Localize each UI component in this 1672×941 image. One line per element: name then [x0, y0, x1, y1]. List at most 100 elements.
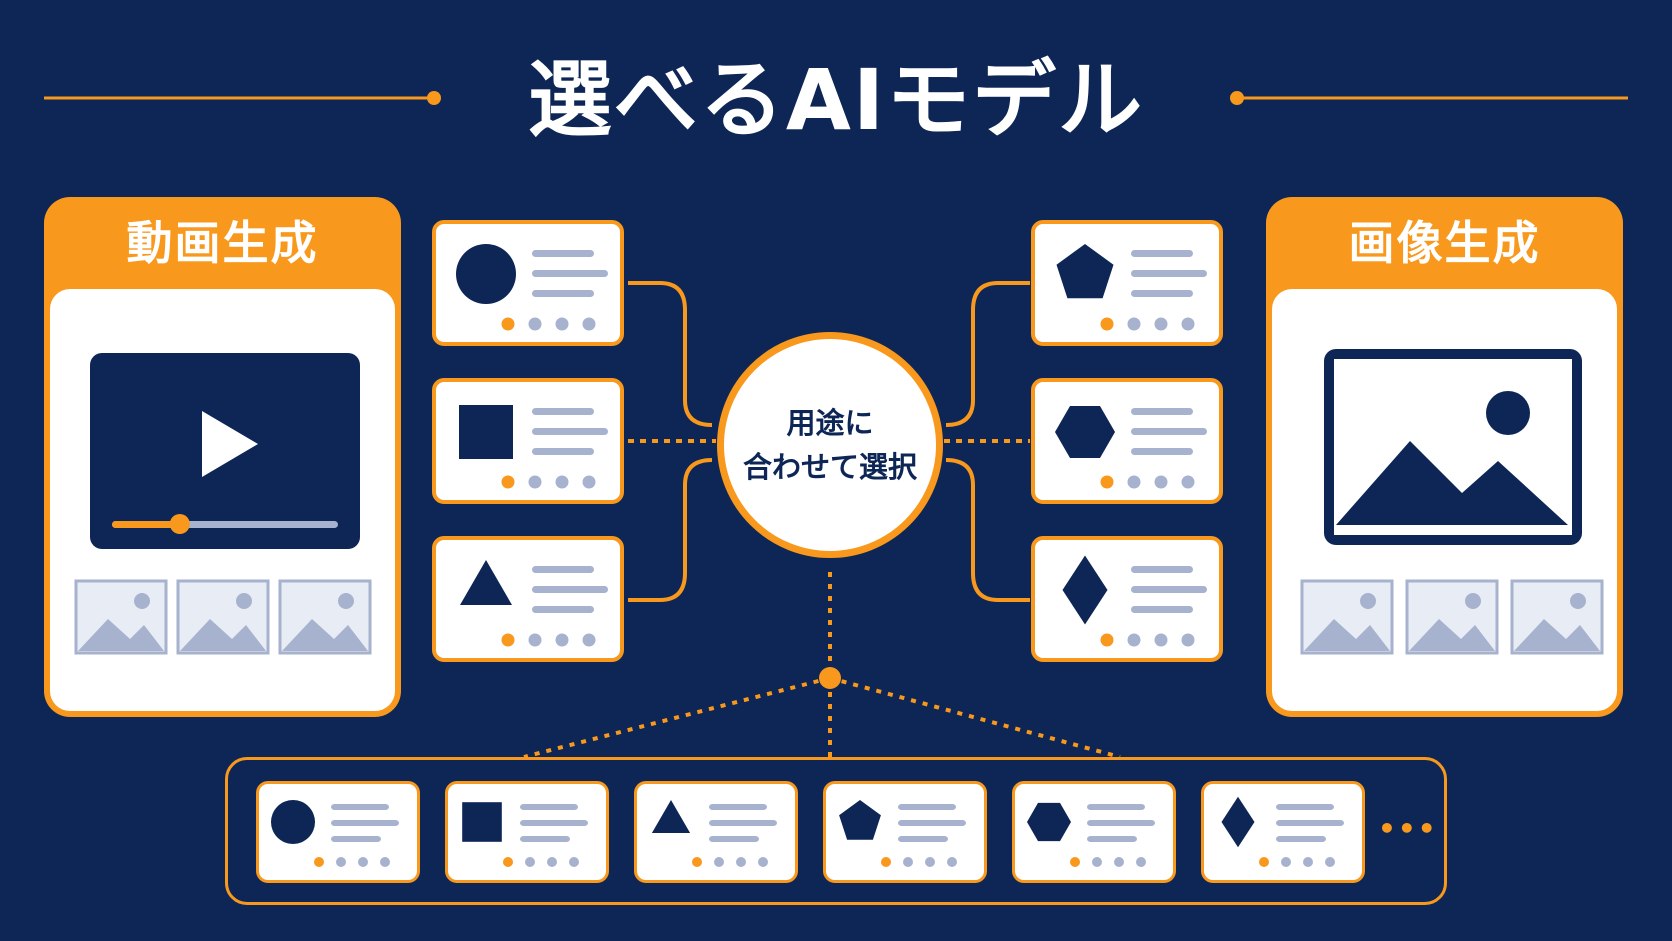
- page-dot[interactable]: [582, 317, 596, 331]
- model-desc-line: [709, 804, 767, 810]
- connector-left-3: [628, 458, 713, 602]
- category-video-panel[interactable]: 動画生成: [44, 197, 401, 717]
- page-dot[interactable]: [528, 317, 542, 331]
- page-dot[interactable]: [555, 475, 569, 489]
- page-dot[interactable]: [1127, 317, 1141, 331]
- model-desc-line: [1131, 250, 1193, 257]
- page-dot[interactable]: [1127, 475, 1141, 489]
- model-card-graphic: [1027, 802, 1155, 867]
- model-desc-line: [532, 448, 594, 455]
- tray-model-diamond[interactable]: [1201, 781, 1365, 883]
- page-dot[interactable]: [1154, 475, 1168, 489]
- page-dot[interactable]: [1303, 857, 1313, 867]
- page-dot[interactable]: [1092, 857, 1102, 867]
- model-card-graphic: [1221, 796, 1344, 867]
- page-dot-active[interactable]: [692, 857, 702, 867]
- page-dot[interactable]: [947, 857, 957, 867]
- page-dot[interactable]: [555, 633, 569, 647]
- page-dot[interactable]: [1154, 317, 1168, 331]
- model-card-square[interactable]: [432, 378, 624, 504]
- page-dot[interactable]: [1281, 857, 1291, 867]
- model-desc-line: [331, 804, 389, 810]
- page-dot[interactable]: [336, 857, 346, 867]
- page-dot[interactable]: [582, 633, 596, 647]
- model-desc-line: [1276, 836, 1326, 842]
- hexagon-icon: [1027, 802, 1071, 842]
- page-dot[interactable]: [528, 475, 542, 489]
- page-dot-active[interactable]: [1070, 857, 1080, 867]
- tray-model-circle[interactable]: [256, 781, 420, 883]
- page-dot[interactable]: [582, 475, 596, 489]
- tray-model-triangle[interactable]: [634, 781, 798, 883]
- model-card-circle[interactable]: [432, 220, 624, 346]
- page-dot[interactable]: [547, 857, 557, 867]
- page-dot-active[interactable]: [501, 475, 515, 489]
- model-desc-line: [532, 250, 594, 257]
- video-progress-knob: [169, 514, 190, 534]
- page-dot[interactable]: [1154, 633, 1168, 647]
- page-dot[interactable]: [555, 317, 569, 331]
- page-dot-active[interactable]: [881, 857, 891, 867]
- category-image-panel[interactable]: 画像生成: [1266, 197, 1623, 717]
- page-dot-active[interactable]: [1259, 857, 1269, 867]
- model-desc-line: [331, 836, 381, 842]
- page-dot-active[interactable]: [501, 633, 515, 647]
- model-desc-line: [1276, 820, 1344, 826]
- more-models-indicator[interactable]: •••: [1378, 812, 1438, 845]
- page-dot[interactable]: [1127, 633, 1141, 647]
- page-dot[interactable]: [903, 857, 913, 867]
- page-dot[interactable]: [528, 633, 542, 647]
- model-card-triangle[interactable]: [432, 536, 624, 662]
- page-dot[interactable]: [1181, 475, 1195, 489]
- page-dot-active[interactable]: [1100, 633, 1114, 647]
- model-desc-line: [1131, 566, 1193, 573]
- model-desc-line: [532, 408, 594, 415]
- category-video-label: 動画生成: [126, 216, 319, 270]
- model-card-graphic: [1056, 244, 1207, 331]
- page-dot[interactable]: [569, 857, 579, 867]
- model-card-pentagon[interactable]: [1031, 220, 1223, 346]
- page-dot[interactable]: [1181, 317, 1195, 331]
- page-dot[interactable]: [1136, 857, 1146, 867]
- page-dot[interactable]: [714, 857, 724, 867]
- page-dot[interactable]: [1325, 857, 1335, 867]
- page-dot[interactable]: [380, 857, 390, 867]
- model-desc-line: [1131, 586, 1207, 593]
- model-card-hexagon[interactable]: [1031, 378, 1223, 504]
- model-desc-line: [532, 428, 608, 435]
- page-dot-active[interactable]: [314, 857, 324, 867]
- page-dot[interactable]: [358, 857, 368, 867]
- model-desc-line: [898, 804, 956, 810]
- model-card-diamond[interactable]: [1031, 536, 1223, 662]
- model-desc-line: [532, 586, 608, 593]
- model-desc-line: [1131, 606, 1193, 613]
- page-dot[interactable]: [1114, 857, 1124, 867]
- model-card-graphic: [1055, 406, 1207, 489]
- page-dot[interactable]: [736, 857, 746, 867]
- tray-model-hexagon[interactable]: [1012, 781, 1176, 883]
- page-dot-active[interactable]: [1100, 475, 1114, 489]
- tray-model-square[interactable]: [445, 781, 609, 883]
- model-desc-line: [1087, 836, 1137, 842]
- connector-fan-left: [523, 676, 831, 759]
- page-dot-active[interactable]: [1100, 317, 1114, 331]
- page-dot[interactable]: [758, 857, 768, 867]
- model-desc-line: [532, 566, 594, 573]
- page-dot[interactable]: [525, 857, 535, 867]
- model-desc-line: [1131, 270, 1207, 277]
- model-desc-line: [1131, 428, 1207, 435]
- image-thumbnail-3: [1510, 579, 1604, 655]
- page-dot[interactable]: [1181, 633, 1195, 647]
- model-desc-line: [709, 820, 777, 826]
- tray-model-pentagon[interactable]: [823, 781, 987, 883]
- video-play-icon: [74, 353, 372, 655]
- circle-icon: [456, 244, 516, 304]
- model-desc-line: [1131, 290, 1193, 297]
- page-dot[interactable]: [925, 857, 935, 867]
- category-image-label: 画像生成: [1348, 216, 1541, 270]
- page-dot-active[interactable]: [501, 317, 515, 331]
- model-desc-line: [898, 820, 966, 826]
- video-thumbnail-1: [74, 579, 168, 655]
- page-dot-active[interactable]: [503, 857, 513, 867]
